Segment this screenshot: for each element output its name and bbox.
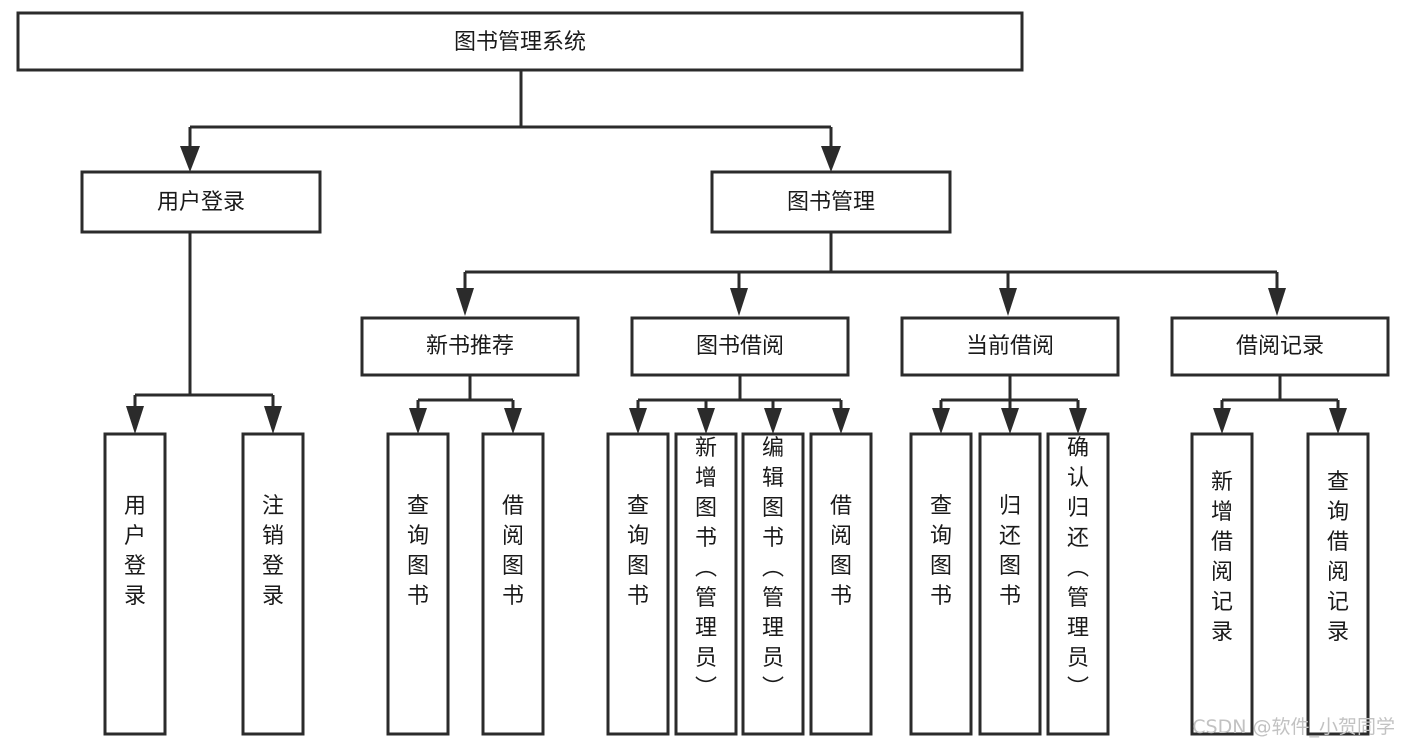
node-leaf-box[interactable] bbox=[241, 432, 305, 736]
arrowhead-icon bbox=[1268, 288, 1286, 316]
node-leaf-edit-book-label: 编辑图书︵管理员︶ bbox=[762, 436, 784, 701]
node-leaf-box[interactable] bbox=[1190, 432, 1254, 736]
node-leaf-box[interactable] bbox=[909, 432, 973, 736]
connector-group-current-borrow bbox=[932, 375, 1087, 434]
node-user-login-box[interactable] bbox=[80, 170, 322, 234]
arrowhead-icon bbox=[180, 146, 200, 172]
node-new-book-recommend-box[interactable] bbox=[360, 316, 580, 377]
arrowhead-icon bbox=[456, 288, 474, 316]
connector-group-book-borrow bbox=[629, 375, 850, 434]
node-borrow-record-label: 借阅记录 bbox=[1236, 334, 1324, 359]
node-leaf-confirm-return-label: 确认归还︵管理员︶ bbox=[1067, 436, 1089, 701]
arrowhead-icon bbox=[999, 288, 1017, 316]
node-leaf-query-borrow-record[interactable]: 查询借阅记录 bbox=[1306, 432, 1370, 736]
node-leaf-confirm-return[interactable]: 确认归还︵管理员︶ bbox=[1046, 432, 1110, 736]
connector-group-borrow-record bbox=[1213, 375, 1347, 434]
node-leaf-query-borrow-record-label: 查询借阅记录 bbox=[1327, 470, 1349, 645]
node-leaf-add-book[interactable]: 新增图书︵管理员︶ bbox=[674, 432, 738, 736]
node-leaf-user-login[interactable]: 用户登录 bbox=[103, 432, 167, 736]
connector-group-book-management bbox=[456, 232, 1286, 316]
node-leaf-box[interactable] bbox=[1046, 432, 1110, 736]
arrowhead-icon bbox=[504, 408, 522, 434]
node-new-book-recommend-label: 新书推荐 bbox=[426, 334, 514, 359]
node-leaf-edit-book[interactable]: 编辑图书︵管理员︶ bbox=[741, 432, 805, 736]
arrowhead-icon bbox=[409, 408, 427, 434]
node-current-borrow[interactable]: 当前借阅 bbox=[900, 316, 1120, 377]
node-leaf-return-book-label: 归还图书 bbox=[999, 494, 1021, 609]
node-leaf-borrow-book-bb[interactable]: 借阅图书 bbox=[809, 432, 873, 736]
node-leaf-borrow-book-nb-label: 借阅图书 bbox=[502, 494, 524, 609]
node-borrow-record[interactable]: 借阅记录 bbox=[1170, 316, 1390, 377]
node-leaf-box[interactable] bbox=[674, 432, 738, 736]
node-leaf-logout-label: 注销登录 bbox=[262, 494, 284, 609]
node-leaf-box[interactable] bbox=[978, 432, 1042, 736]
node-leaf-box[interactable] bbox=[809, 432, 873, 736]
node-leaf-query-book-cb[interactable]: 查询图书 bbox=[909, 432, 973, 736]
node-book-borrow[interactable]: 图书借阅 bbox=[630, 316, 850, 377]
node-leaf-borrow-book-nb[interactable]: 借阅图书 bbox=[481, 432, 545, 736]
node-new-book-recommend[interactable]: 新书推荐 bbox=[360, 316, 580, 377]
arrowhead-icon bbox=[1213, 408, 1231, 434]
arrowhead-icon bbox=[264, 406, 282, 434]
node-leaf-box[interactable] bbox=[103, 432, 167, 736]
node-leaf-box[interactable] bbox=[386, 432, 450, 736]
node-leaf-query-book-nb[interactable]: 查询图书 bbox=[386, 432, 450, 736]
arrowhead-icon bbox=[1329, 408, 1347, 434]
node-leaf-query-book-cb-label: 查询图书 bbox=[930, 494, 952, 609]
node-leaf-box[interactable] bbox=[481, 432, 545, 736]
node-root-label: 图书管理系统 bbox=[454, 30, 586, 55]
node-current-borrow-box[interactable] bbox=[900, 316, 1120, 377]
node-user-login[interactable]: 用户登录 bbox=[80, 170, 322, 234]
node-leaf-user-login-label: 用户登录 bbox=[124, 494, 146, 609]
node-leaf-borrow-book-bb-label: 借阅图书 bbox=[830, 494, 852, 609]
node-book-management-box[interactable] bbox=[710, 170, 952, 234]
node-leaf-box[interactable] bbox=[1306, 432, 1370, 736]
node-current-borrow-label: 当前借阅 bbox=[966, 334, 1054, 359]
csdn-watermark: CSDN @软件_小贺同学 bbox=[1192, 716, 1395, 738]
connector-group-new-book bbox=[409, 375, 522, 434]
node-leaf-query-book-bb-label: 查询图书 bbox=[627, 494, 649, 609]
arrowhead-icon bbox=[1069, 408, 1087, 434]
node-leaf-return-book[interactable]: 归还图书 bbox=[978, 432, 1042, 736]
node-book-borrow-box[interactable] bbox=[630, 316, 850, 377]
node-leaf-box[interactable] bbox=[741, 432, 805, 736]
node-leaf-add-book-label: 新增图书︵管理员︶ bbox=[695, 436, 717, 701]
arrowhead-icon bbox=[126, 406, 144, 434]
arrowhead-icon bbox=[764, 408, 782, 434]
arrowhead-icon bbox=[1001, 408, 1019, 434]
node-book-management-label: 图书管理 bbox=[787, 190, 875, 215]
node-leaf-query-book-bb[interactable]: 查询图书 bbox=[606, 432, 670, 736]
arrowhead-icon bbox=[629, 408, 647, 434]
node-borrow-record-box[interactable] bbox=[1170, 316, 1390, 377]
node-leaf-query-book-nb-label: 查询图书 bbox=[407, 494, 429, 609]
node-leaf-box[interactable] bbox=[606, 432, 670, 736]
arrowhead-icon bbox=[832, 408, 850, 434]
connector-group-user-login bbox=[126, 232, 282, 434]
node-leaf-add-borrow-record[interactable]: 新增借阅记录 bbox=[1190, 432, 1254, 736]
arrowhead-icon bbox=[932, 408, 950, 434]
node-book-borrow-label: 图书借阅 bbox=[696, 334, 784, 359]
node-user-login-label: 用户登录 bbox=[157, 190, 245, 215]
node-book-management[interactable]: 图书管理 bbox=[710, 170, 952, 234]
arrowhead-icon bbox=[821, 146, 841, 172]
arrowhead-icon bbox=[730, 288, 748, 316]
node-leaf-add-borrow-record-label: 新增借阅记录 bbox=[1211, 470, 1233, 645]
connector-group-root bbox=[180, 70, 841, 172]
arrowhead-icon bbox=[697, 408, 715, 434]
node-root-system[interactable]: 图书管理系统 bbox=[16, 11, 1024, 72]
node-leaf-logout[interactable]: 注销登录 bbox=[241, 432, 305, 736]
node-root-box[interactable] bbox=[16, 11, 1024, 72]
